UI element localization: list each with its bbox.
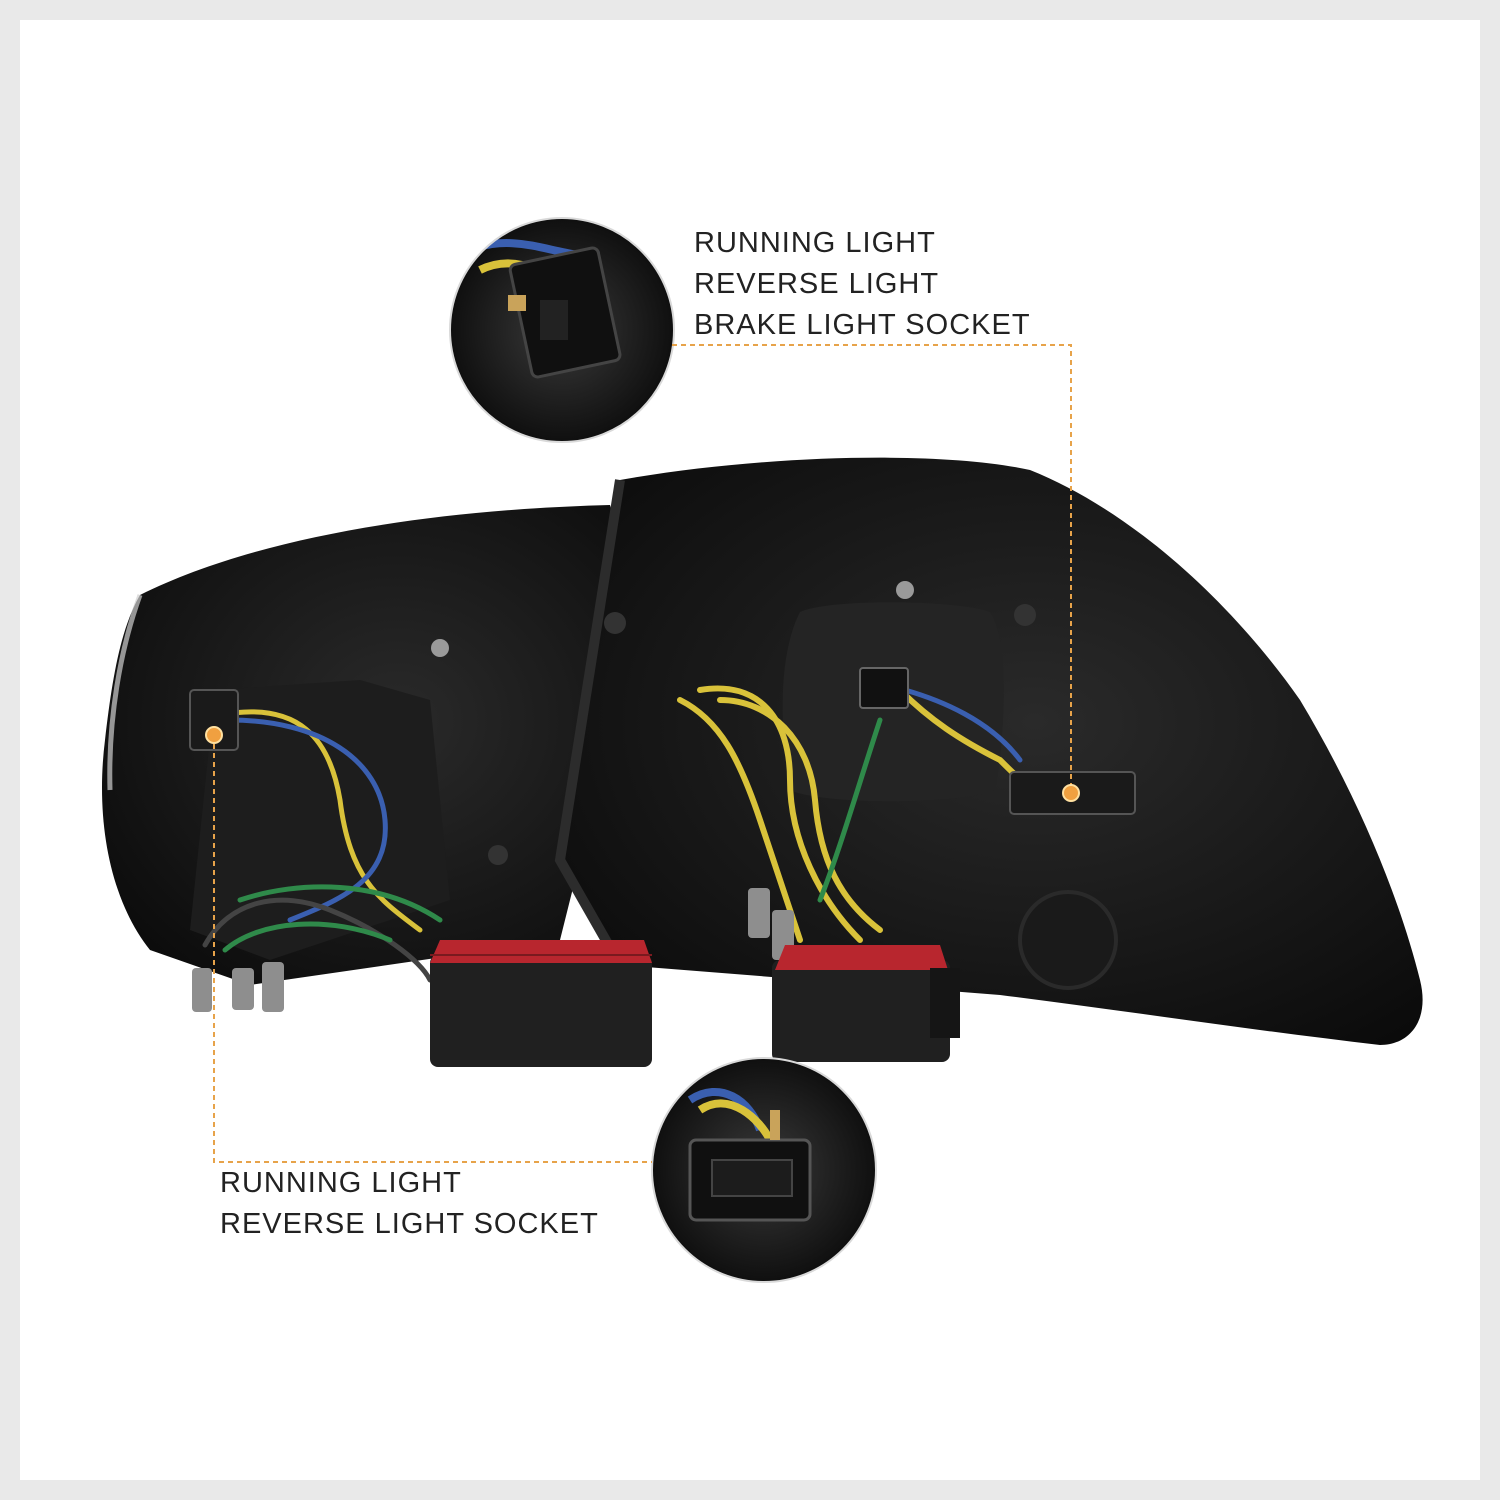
socket-connector	[859, 667, 909, 709]
inner-lamp-rim	[554, 479, 625, 968]
callout-line: RUNNING LIGHT	[694, 227, 936, 259]
leader-lines	[213, 344, 1072, 1163]
mounting-stud	[488, 845, 508, 865]
callout-line: RUNNING LIGHT	[220, 1167, 462, 1199]
mounting-stud	[1014, 604, 1036, 626]
top-callout-label: RUNNING LIGHT REVERSE LIGHT BRAKE LIGHT …	[694, 223, 1031, 346]
mounting-stud	[604, 612, 626, 634]
wire-terminal	[262, 962, 284, 1012]
callout-line: BRAKE LIGHT SOCKET	[694, 309, 1031, 341]
vent-cap	[1018, 890, 1118, 990]
left-backing-plate	[190, 680, 450, 960]
left-plug-connector	[189, 689, 239, 751]
mounting-bolt	[896, 581, 914, 599]
right-resistor-module	[772, 945, 960, 1062]
wire-terminal	[748, 888, 770, 938]
bottom-zoom-inset	[651, 1057, 877, 1283]
top-leader-line	[672, 344, 1072, 790]
mounting-bolt	[431, 639, 449, 657]
wire-terminal	[232, 968, 254, 1010]
outer-lamp-edge	[107, 594, 143, 791]
marker-dot-right	[1062, 784, 1080, 802]
left-resistor-module	[430, 940, 652, 1067]
callout-line: REVERSE LIGHT SOCKET	[220, 1208, 599, 1240]
bottom-leader-line	[213, 735, 652, 1163]
bottom-callout-label: RUNNING LIGHT REVERSE LIGHT SOCKET	[220, 1163, 599, 1245]
tail-light-assembly	[102, 457, 1423, 1045]
wiring-harness	[202, 685, 1043, 983]
top-zoom-inset	[449, 217, 675, 443]
callout-line: REVERSE LIGHT	[694, 268, 940, 300]
wire-terminal	[192, 968, 212, 1012]
marker-dot-left	[205, 726, 223, 744]
